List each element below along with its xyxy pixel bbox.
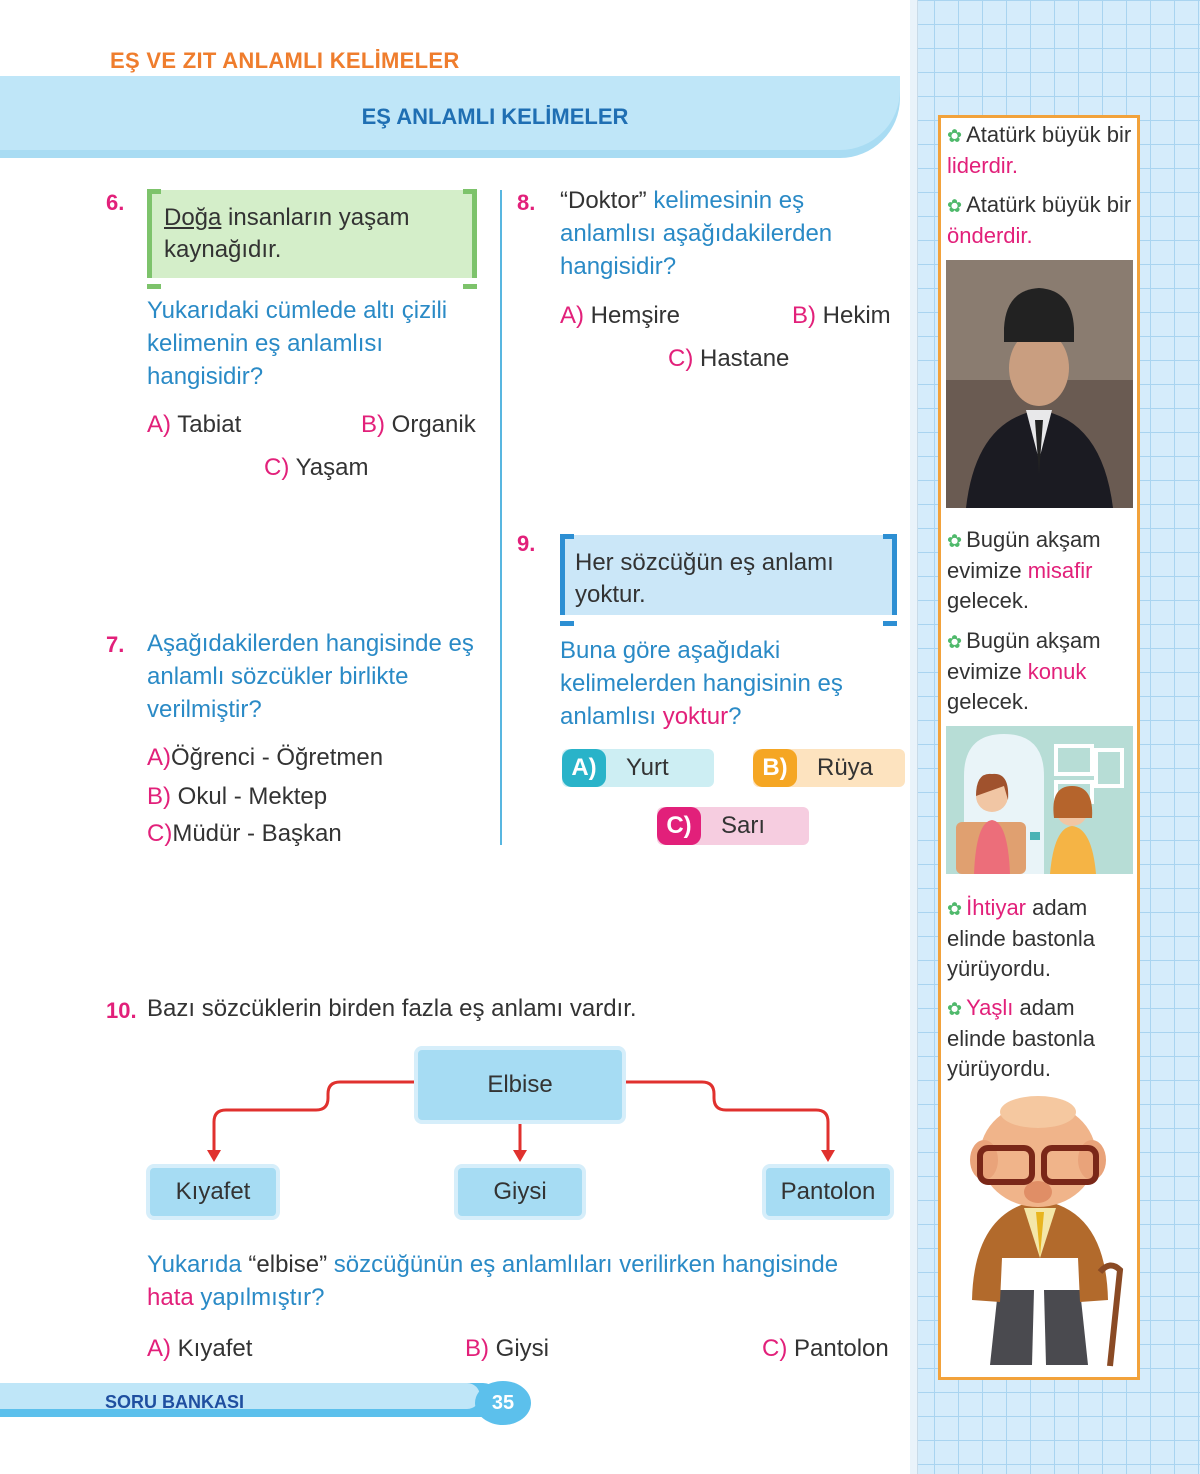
question-10-number: 10.	[106, 998, 137, 1023]
question-10-option-b[interactable]: B) Giysi	[465, 1335, 550, 1362]
footer-bar	[0, 1383, 500, 1417]
example-sentence: ✿İhtiyar adam elinde bastonla yürüyordu.	[947, 895, 1096, 981]
gear-icon: ✿	[947, 899, 963, 919]
arrow-to-kiyafet	[212, 1080, 416, 1150]
gear-icon: ✿	[947, 531, 963, 551]
question-9-option-a[interactable]: A)Yurt	[562, 749, 714, 787]
question-9-sentence-box: Her sözcüğün eş anlamı yoktur.	[560, 534, 897, 626]
old-man-illustration	[970, 1096, 1124, 1367]
arrow-to-pantolon	[624, 1080, 830, 1150]
question-10-intro: Bazı sözcüklerin birden fazla eş anlamı …	[147, 995, 637, 1022]
question-7-text: Aşağıdakilerden hangisinde eş anlamlı sö…	[147, 630, 474, 723]
question-9-number: 9.	[517, 531, 536, 556]
column-divider	[500, 190, 502, 845]
tree-connectors	[207, 1080, 835, 1162]
tree-child-node: Pantolon	[762, 1164, 894, 1220]
page-number: 35	[475, 1381, 531, 1425]
underlined-word: Doğa	[164, 204, 222, 231]
gear-icon: ✿	[947, 999, 963, 1019]
arrowhead-icon	[821, 1150, 835, 1162]
question-9-option-c[interactable]: C)Sarı	[657, 807, 809, 845]
question-6-sentence-box: Doğa insanların yaşam kaynağıdır.	[147, 189, 477, 289]
book-title: SORU BANKASI	[105, 1392, 245, 1412]
question-9-text: Buna göre aşağıdaki kelimelerden hangisi…	[560, 637, 843, 730]
question-8-option-c[interactable]: C) Hastane	[668, 345, 790, 372]
question-8-option-a[interactable]: A) Hemşire	[560, 302, 681, 329]
question-10-option-c[interactable]: C) Pantolon	[762, 1335, 889, 1362]
question-8-number: 8.	[517, 190, 536, 215]
gear-icon: ✿	[947, 126, 963, 146]
question-8-option-b[interactable]: B) Hekim	[792, 302, 891, 329]
question-6-option-c[interactable]: C) Yaşam	[264, 454, 369, 481]
sidebar-edge	[910, 0, 918, 1474]
question-6-text: Yukarıdaki cümlede altı çizili kelimenin…	[147, 297, 448, 390]
question-9-option-b[interactable]: B)Rüya	[753, 749, 905, 787]
question-6-number: 6.	[106, 190, 125, 215]
sentence-rest: insanların yaşam kaynağıdır.	[164, 204, 410, 263]
arrowhead-icon	[207, 1150, 221, 1162]
question-6-option-b[interactable]: B) Organik	[361, 411, 476, 438]
arrowhead-icon	[513, 1150, 527, 1162]
example-sentence: ✿Atatürk büyük bir önderdir.	[947, 192, 1132, 248]
question-10-text: Yukarıda “elbise” sözcüğünün eş anlamlıl…	[147, 1251, 839, 1311]
question-7-option-b[interactable]: B) Okul - Mektep	[147, 783, 328, 810]
question-10-option-a[interactable]: A) Kıyafet	[147, 1335, 253, 1362]
tree-child-node: Kıyafet	[146, 1164, 280, 1220]
tree-root-node: Elbise	[414, 1046, 626, 1124]
gear-icon: ✿	[947, 196, 963, 216]
tree-child-node: Giysi	[454, 1164, 586, 1220]
example-sentence: ✿Atatürk büyük bir liderdir.	[947, 122, 1132, 178]
gear-icon: ✿	[947, 632, 963, 652]
section-banner: EŞ ANLAMLI KELİMELER	[0, 76, 900, 158]
question-6-option-a[interactable]: A) Tabiat	[147, 411, 242, 438]
ataturk-portrait-image	[946, 260, 1133, 508]
question-7-option-c[interactable]: C)Müdür - Başkan	[147, 820, 342, 847]
question-7-option-a[interactable]: A)Öğrenci - Öğretmen	[147, 744, 384, 771]
guests-illustration	[946, 726, 1133, 874]
example-sentence: ✿Bugün akşam evimize konuk gelecek.	[947, 628, 1101, 714]
question-7-number: 7.	[106, 632, 125, 657]
chapter-title: EŞ VE ZIT ANLAMLI KELİMELER	[110, 48, 460, 73]
question-8-text: “Doktor” kelimesinin eş anlamlısı aşağıd…	[560, 187, 833, 280]
example-sentence: ✿Bugün akşam evimize misafir gelecek.	[947, 527, 1101, 613]
section-title: EŞ ANLAMLI KELİMELER	[361, 104, 629, 129]
example-sentence: ✿Yaşlı adam elinde bastonla yürüyordu.	[947, 995, 1096, 1081]
